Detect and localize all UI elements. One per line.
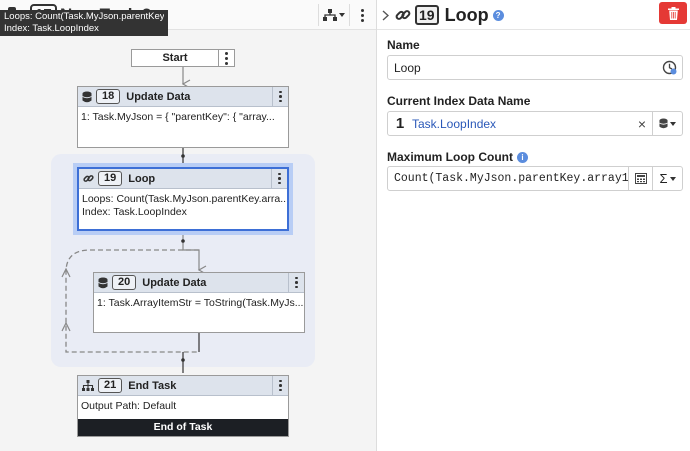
data-source-dropdown[interactable] bbox=[652, 112, 682, 135]
name-input-value: Loop bbox=[394, 60, 421, 75]
node-number-badge: 20 bbox=[112, 275, 137, 290]
header-separator bbox=[377, 29, 690, 30]
max-loop-count-label-text: Maximum Loop Count bbox=[387, 150, 513, 164]
node-header: 18 Update Data bbox=[78, 87, 288, 107]
node-title: End Task bbox=[128, 379, 177, 392]
start-node-label: Start bbox=[162, 52, 188, 64]
flow-canvas[interactable]: 17 New Task 2 Loops: Count(Task.MyJson.p… bbox=[0, 0, 376, 451]
more-vertical-icon bbox=[279, 90, 282, 103]
panel-title: Loop bbox=[444, 4, 489, 25]
function-dropdown[interactable]: Σ bbox=[652, 167, 682, 190]
variable-type-indicator: 1 bbox=[395, 115, 405, 132]
node-header: 21 End Task bbox=[78, 376, 288, 396]
update-data-node-18[interactable]: 18 Update Data 1: Task.MyJson = { "paren… bbox=[77, 86, 289, 148]
node-menu-button[interactable] bbox=[288, 273, 304, 292]
node-number-badge: 18 bbox=[96, 89, 121, 104]
node-body: Loops: Count(Task.MyJson.parentKey.arra.… bbox=[79, 189, 287, 223]
properties-panel: 19 Loop ? Name Loop Current Index Data N… bbox=[377, 0, 690, 451]
node-summary-line: 1: Task.MyJson = { "parentKey": { "array… bbox=[81, 111, 275, 123]
more-vertical-icon bbox=[279, 379, 282, 392]
more-vertical-icon bbox=[295, 276, 298, 289]
more-vertical-icon bbox=[225, 51, 228, 65]
end-of-task-footer: End of Task bbox=[78, 419, 288, 436]
name-label: Name bbox=[387, 38, 420, 52]
start-node[interactable]: Start bbox=[131, 49, 235, 67]
help-icon[interactable]: ? bbox=[492, 9, 504, 21]
node-title: Update Data bbox=[142, 276, 207, 289]
node-header: 19 Loop bbox=[79, 169, 287, 189]
loop-count-line: Loops: Count(Task.MyJson.parentKey.arra.… bbox=[82, 193, 287, 205]
help-icon[interactable]: i bbox=[517, 151, 528, 163]
chevron-down-icon bbox=[339, 13, 345, 17]
node-menu-button[interactable] bbox=[272, 87, 288, 106]
tooltip-loops-line: Loops: Count(Task.MyJson.parentKey.array… bbox=[4, 11, 164, 22]
connector-19-20 bbox=[182, 232, 207, 275]
hierarchy-icon bbox=[82, 380, 94, 391]
update-data-node-20[interactable]: 20 Update Data 1: Task.ArrayItemStr = To… bbox=[93, 272, 305, 333]
chevron-down-icon bbox=[669, 176, 676, 181]
database-icon bbox=[82, 91, 92, 102]
loop-back-connector bbox=[65, 249, 199, 353]
calculator-icon bbox=[634, 173, 647, 184]
node-header: 20 Update Data bbox=[94, 273, 304, 293]
end-task-node-21[interactable]: 21 End Task Output Path: Default End of … bbox=[77, 375, 289, 437]
max-loop-count-label: Maximum Loop Count i bbox=[387, 150, 528, 164]
name-input-status bbox=[656, 60, 682, 75]
chevron-down-icon bbox=[670, 121, 676, 126]
more-vertical-icon bbox=[278, 172, 281, 185]
flow-connectors bbox=[61, 67, 207, 373]
clock-info-icon bbox=[662, 60, 676, 75]
layout-dropdown-button[interactable] bbox=[318, 4, 350, 26]
loop-node-19[interactable]: 19 Loop Loops: Count(Task.MyJson.parentK… bbox=[77, 167, 289, 231]
database-icon bbox=[659, 118, 668, 129]
node-tooltip: Loops: Count(Task.MyJson.parentKey.array… bbox=[0, 10, 168, 36]
link-icon bbox=[395, 10, 411, 20]
node-title: Update Data bbox=[126, 90, 191, 103]
index-label: Current Index Data Name bbox=[387, 94, 531, 108]
sigma-icon: Σ bbox=[659, 171, 668, 186]
node-body: 1: Task.MyJson = { "parentKey": { "array… bbox=[78, 107, 288, 128]
pane-divider[interactable] bbox=[376, 0, 377, 451]
index-data-name-value[interactable]: Task.LoopIndex bbox=[412, 116, 497, 131]
hierarchy-icon bbox=[323, 9, 337, 21]
link-icon bbox=[83, 175, 94, 182]
node-menu-button[interactable] bbox=[271, 169, 287, 188]
canvas-more-button[interactable] bbox=[352, 4, 372, 26]
max-loop-count-field[interactable]: Count(Task.MyJson.parentKey.array1) Σ bbox=[387, 166, 683, 191]
collapse-panel-button[interactable] bbox=[380, 6, 390, 24]
database-icon bbox=[98, 277, 108, 288]
node-summary-line: 1: Task.ArrayItemStr = ToString(Task.MyJ… bbox=[97, 297, 304, 309]
delete-button[interactable] bbox=[659, 2, 687, 24]
name-input[interactable]: Loop bbox=[387, 55, 683, 80]
chevron-right-icon bbox=[382, 9, 389, 21]
expression-editor-button[interactable] bbox=[628, 167, 652, 190]
node-menu-button[interactable] bbox=[272, 376, 288, 395]
index-data-name-field[interactable]: 1 Task.LoopIndex × bbox=[387, 111, 683, 136]
more-vertical-icon bbox=[360, 8, 364, 22]
node-number-badge: 21 bbox=[98, 378, 123, 393]
node-body: Output Path: Default bbox=[78, 396, 288, 417]
node-title: Loop bbox=[128, 172, 156, 185]
max-loop-count-value[interactable]: Count(Task.MyJson.parentKey.array1) bbox=[394, 172, 628, 185]
trash-icon bbox=[667, 6, 679, 20]
panel-header: 19 Loop ? bbox=[395, 2, 504, 28]
clear-icon[interactable]: × bbox=[637, 115, 647, 132]
node-number-badge: 19 bbox=[98, 171, 123, 186]
start-node-menu-button[interactable] bbox=[218, 50, 234, 66]
output-path-line: Output Path: Default bbox=[81, 400, 177, 412]
node-body: 1: Task.ArrayItemStr = ToString(Task.MyJ… bbox=[94, 293, 304, 314]
panel-node-badge: 19 bbox=[415, 5, 439, 25]
loop-index-line: Index: Task.LoopIndex bbox=[82, 206, 187, 218]
tooltip-index-line: Index: Task.LoopIndex bbox=[4, 23, 99, 34]
